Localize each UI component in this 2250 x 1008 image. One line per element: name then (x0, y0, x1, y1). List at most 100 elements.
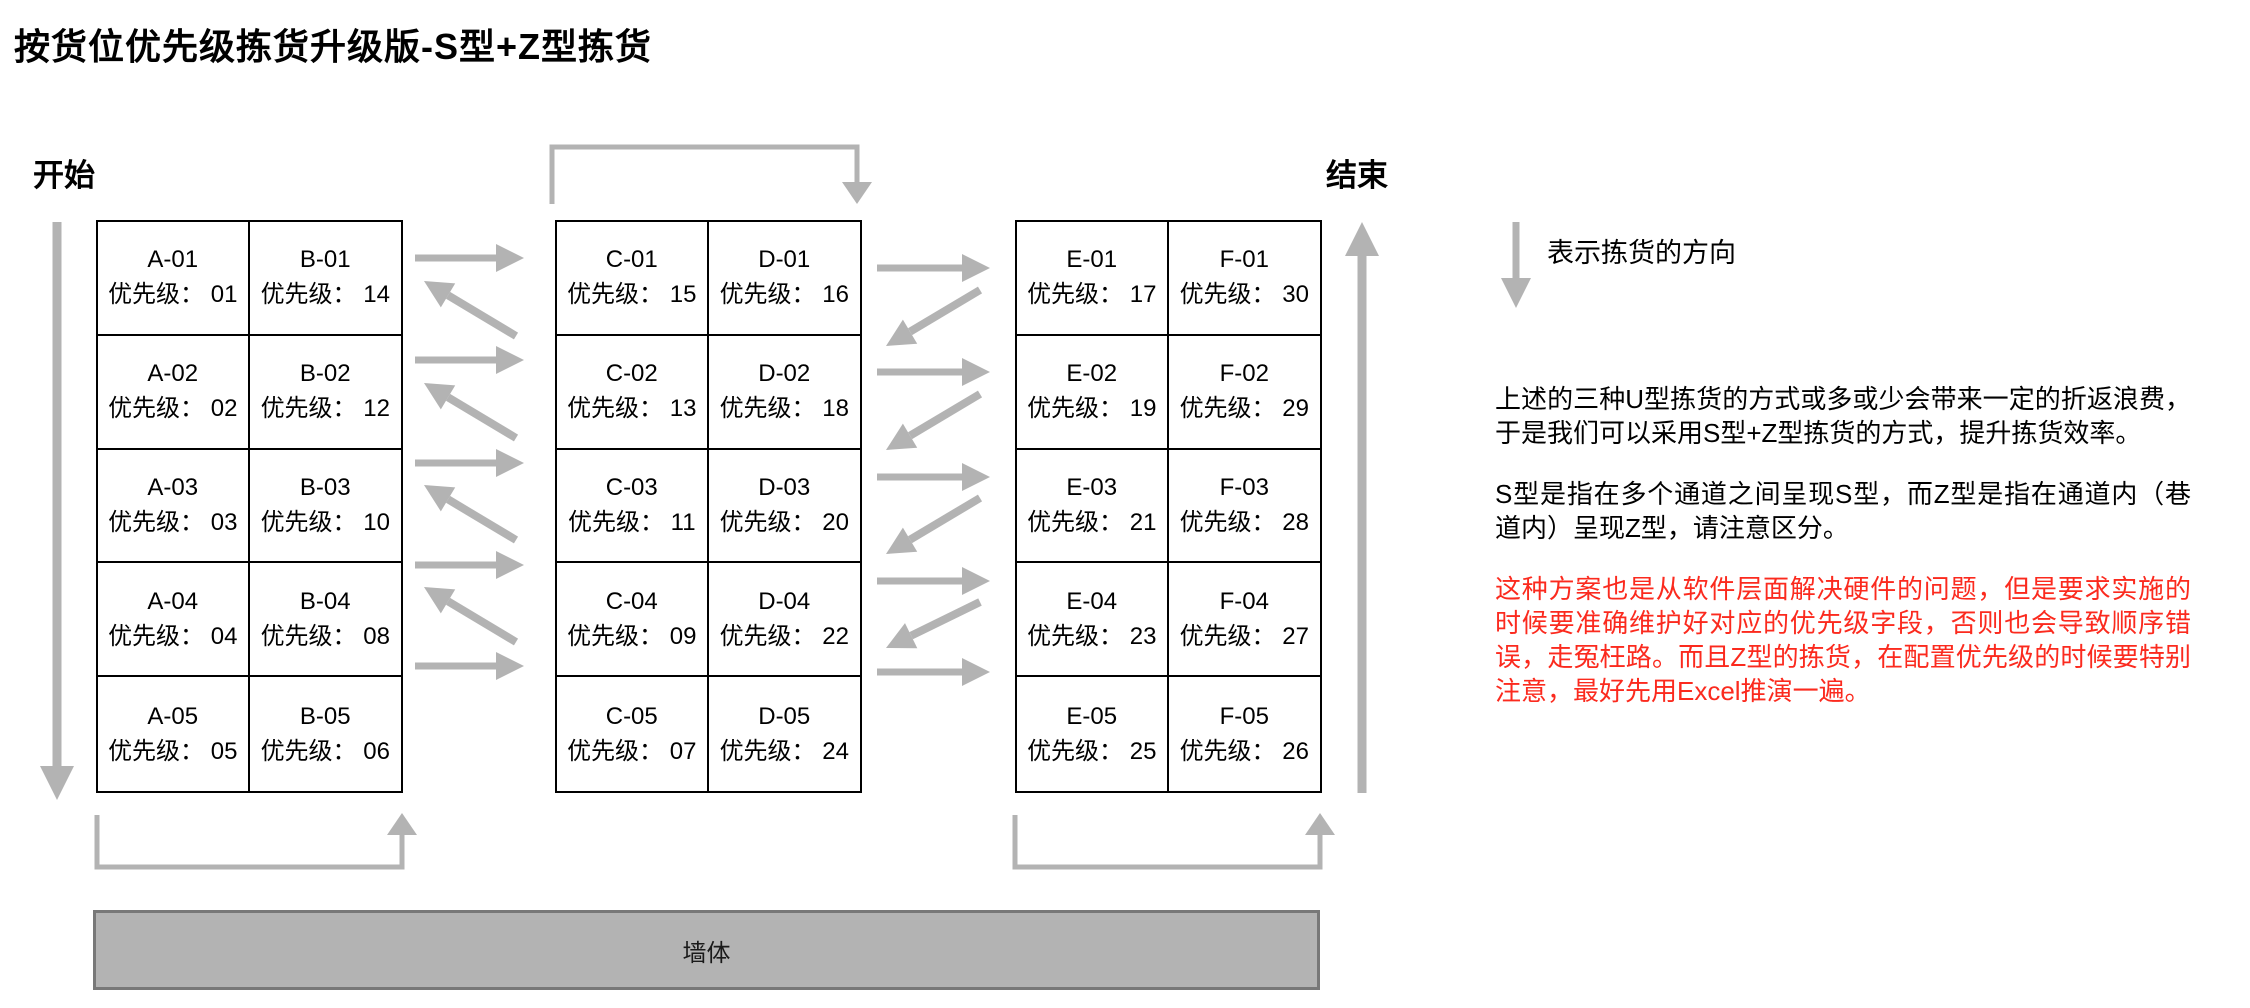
zigzag-downleft-arrow (886, 286, 983, 346)
cell-priority: 优先级： 20 (719, 508, 849, 536)
cell-code: C-01 (605, 246, 658, 274)
priority-value: 19 (1129, 395, 1157, 423)
bottom-transfer-bracket-right (1012, 813, 1335, 870)
cell-priority: 优先级： 15 (567, 283, 696, 307)
storage-cell: D-04 优先级： 22 (708, 563, 860, 678)
priority-value: 17 (1129, 281, 1157, 309)
priority-prefix: 优先级： (260, 508, 364, 536)
wall-block: 墙体 (93, 910, 1320, 990)
cell-code: D-02 (758, 360, 811, 388)
priority-value: 05 (210, 737, 238, 765)
storage-cell: D-03 优先级： 20 (708, 450, 860, 564)
cell-code: A-04 (147, 587, 199, 615)
cell-code: C-04 (605, 587, 658, 615)
cell-code: B-04 (299, 587, 351, 615)
cell-priority: 优先级： 28 (1180, 510, 1309, 535)
cell-code: D-03 (758, 473, 811, 501)
cell-priority: 优先级： 02 (108, 397, 237, 421)
cell-code: F-03 (1219, 473, 1269, 501)
priority-prefix: 优先级： (719, 508, 823, 536)
cell-code: E-05 (1066, 702, 1118, 730)
cell-priority: 优先级： 09 (567, 624, 696, 649)
priority-prefix: 优先级： (567, 508, 671, 536)
cell-priority: 优先级： 27 (1179, 622, 1309, 650)
storage-cell: E-02 优先级： 19 (1017, 335, 1169, 450)
cell-code: A-05 (147, 702, 199, 730)
priority-prefix: 优先级： (1027, 622, 1130, 650)
priority-value: 16 (822, 281, 849, 309)
cell-code: C-05 (605, 702, 658, 730)
priority-value: 18 (822, 395, 849, 423)
zigzag-downleft-arrow (886, 494, 983, 554)
storage-cell: C-01 优先级： 15 (557, 222, 709, 336)
cell-code: E-04 (1066, 587, 1118, 615)
cell-priority: 优先级： 19 (1027, 397, 1156, 421)
priority-prefix: 优先级： (108, 508, 211, 536)
legend-direction-arrow (1501, 222, 1531, 308)
cell-code: B-03 (299, 473, 351, 501)
cell-priority: 优先级： 21 (1027, 508, 1157, 536)
cell-code: D-04 (758, 587, 811, 615)
cell-priority: 优先级： 03 (108, 508, 237, 536)
priority-value: 25 (1129, 737, 1157, 765)
priority-value: 21 (1129, 508, 1157, 536)
note-paragraph: 上述的三种U型拣货的方式或多或少会带来一定的折返浪费，于是我们可以采用S型+Z型… (1495, 384, 2191, 448)
priority-prefix: 优先级： (719, 737, 823, 765)
cell-priority: 优先级： 11 (567, 508, 696, 536)
priority-prefix: 优先级： (1179, 622, 1283, 650)
cell-code: B-02 (299, 360, 351, 388)
storage-cell: C-04 优先级： 09 (557, 563, 709, 678)
priority-prefix: 优先级： (1027, 395, 1130, 423)
cell-priority: 优先级： 06 (261, 737, 390, 765)
storage-cell: E-04 优先级： 23 (1017, 563, 1169, 678)
priority-prefix: 优先级： (108, 395, 211, 423)
cell-priority: 优先级： 22 (720, 624, 849, 649)
priority-value: 10 (363, 508, 390, 536)
cell-code: A-03 (147, 473, 199, 501)
zigzag-downleft-arrow (886, 598, 982, 649)
priority-prefix: 优先级： (108, 737, 211, 765)
cell-priority: 优先级： 13 (567, 397, 696, 421)
priority-value: 24 (822, 737, 849, 765)
priority-value: 15 (669, 281, 697, 309)
priority-value: 23 (1129, 622, 1157, 650)
zigzag-right-arrow (877, 567, 990, 595)
priority-prefix: 优先级： (108, 281, 211, 309)
cell-code: E-02 (1066, 360, 1118, 388)
zigzag-right-arrow (415, 551, 524, 579)
priority-value: 13 (669, 395, 697, 423)
warning-note: 这种方案也是从软件层面解决硬件的问题，但是要求实施的时候要准确维护好对应的优先级… (1495, 574, 2191, 706)
cell-code: D-01 (758, 246, 811, 274)
cell-code: B-01 (299, 246, 351, 274)
zigzag-right-arrow (415, 652, 524, 680)
cell-priority: 优先级： 29 (1180, 397, 1309, 421)
cell-priority: 优先级： 26 (1180, 739, 1309, 764)
cell-code: A-02 (147, 360, 199, 388)
priority-value: 20 (822, 508, 849, 536)
storage-cell: A-04 优先级： 04 (98, 563, 250, 678)
priority-value: 06 (363, 737, 390, 765)
priority-value: 02 (210, 395, 238, 423)
priority-prefix: 优先级： (260, 281, 364, 309)
zigzag-right-arrow (877, 658, 990, 686)
priority-prefix: 优先级： (1179, 281, 1283, 309)
cell-priority: 优先级： 04 (108, 624, 237, 649)
